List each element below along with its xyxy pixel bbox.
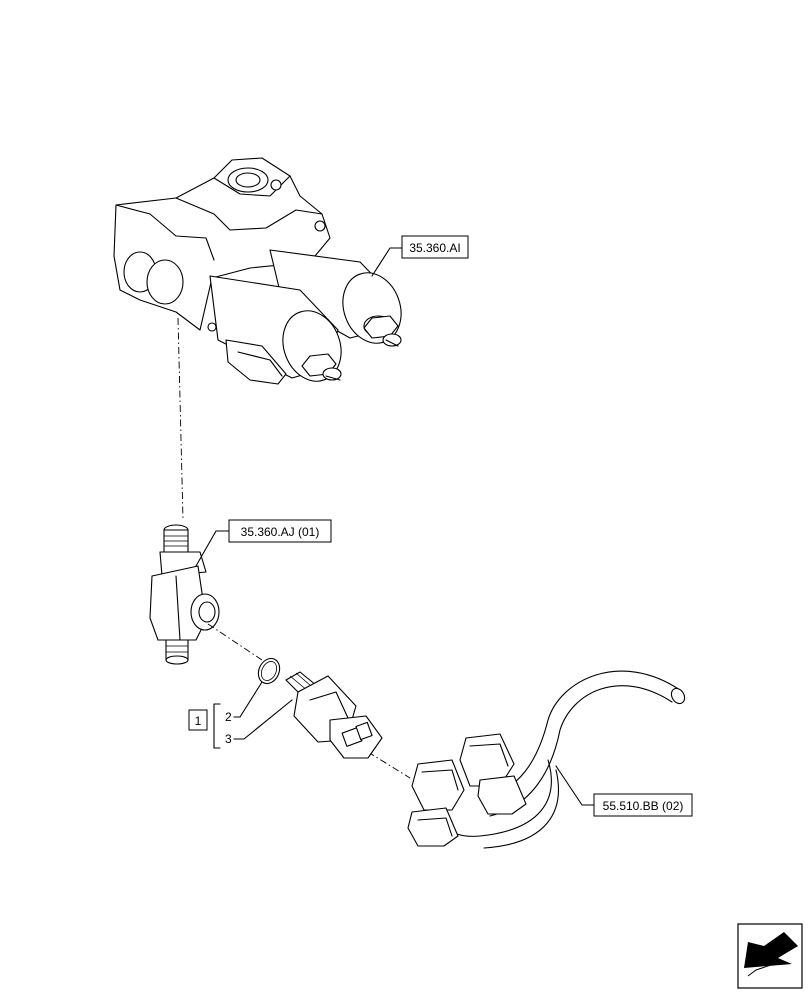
pressure-sensor-illustration [285,671,383,759]
item-group: 1 2 3 [188,681,293,749]
arrow-icon[interactable] [737,923,803,989]
valve-block-illustration [113,157,402,385]
item-oring-number: 2 [225,710,232,724]
callout-harness[interactable]: 55.510.BB (02) [593,793,693,817]
callout-valve-block-label: 35.360.AI [409,241,460,255]
item-group-box [188,709,208,731]
item-sensor-number: 3 [225,732,232,746]
callout-tee-fitting[interactable]: 35.360.AJ (01) [228,519,332,543]
item-group-label: 1 [195,714,202,728]
callout-harness-label: 55.510.BB (02) [603,799,684,813]
callout-valve-block[interactable]: 35.360.AI [401,235,469,259]
wiring-harness-illustration [407,670,686,849]
callout-tee-fitting-label: 35.360.AJ (01) [241,525,320,539]
tee-fitting-illustration [149,524,220,665]
o-ring-illustration [257,657,281,685]
